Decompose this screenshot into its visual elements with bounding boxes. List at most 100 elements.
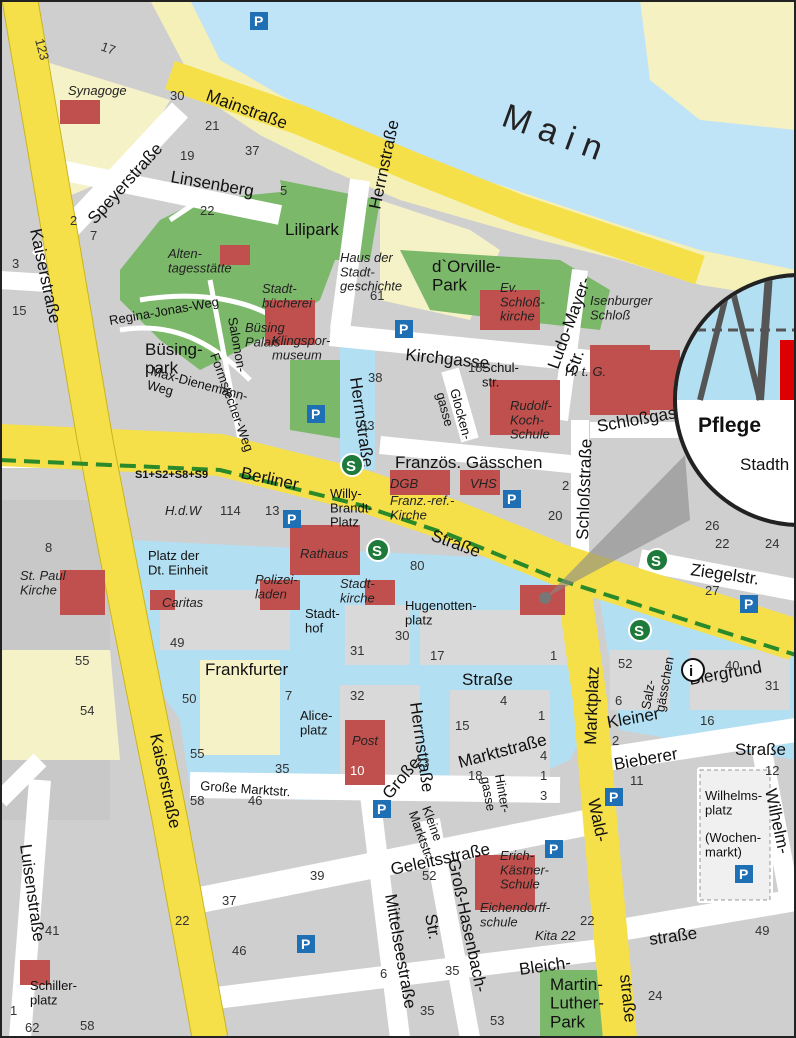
house-number: 17 (430, 648, 444, 663)
house-number: 46 (232, 943, 246, 958)
house-numbers: 123 17 30 21 19 37 5 22 2 7 3 15 61 38 1… (10, 37, 779, 1035)
house-number: 52 (422, 868, 436, 883)
parking-icon[interactable]: P (735, 865, 753, 883)
label-wilhelmsplatz: Wilhelms-platz (705, 788, 762, 817)
s-bahn-icon[interactable]: S (628, 618, 652, 642)
house-number: 7 (285, 688, 292, 703)
label-lilipark: Lilipark (285, 220, 339, 239)
label-schlossstrasse: Schloßstraße (573, 438, 596, 540)
building-altentagesstaette (220, 245, 250, 265)
parking-icon[interactable]: P (395, 320, 413, 338)
building-stadtkirche (365, 580, 395, 605)
house-number: 31 (350, 643, 364, 658)
label-strasse-bieberer: Straße (735, 740, 786, 759)
house-number: 8 (45, 540, 52, 555)
svg-text:P: P (287, 511, 296, 527)
parking-icon[interactable]: P (307, 405, 325, 423)
river-main (190, 0, 796, 270)
street-herrnstrasse-n (330, 178, 370, 332)
house-number: 32 (350, 688, 364, 703)
house-number: 55 (75, 653, 89, 668)
block-salz (610, 650, 670, 710)
label-vhs: VHS (470, 476, 497, 491)
label-hintergasse: Hinter-gasse (478, 773, 514, 817)
building-rudolf-koch (490, 380, 560, 435)
house-number: 80 (410, 558, 424, 573)
house-number: 35 (275, 761, 289, 776)
house-number: 1 (540, 768, 547, 783)
house-number: 6 (380, 966, 387, 981)
road-kaiserstrasse (2, 0, 228, 1038)
block-stadthof (345, 605, 410, 665)
label-franz-ref-kirche: Franz.-ref.-Kirche (390, 493, 455, 522)
label-strasse-wald: straße (616, 973, 640, 1023)
s-bahn-icons: S S S S (340, 453, 669, 642)
s-bahn-icon[interactable]: S (645, 548, 669, 572)
house-number: 16 (700, 713, 714, 728)
house-number: 11 (630, 773, 644, 788)
parking-icon[interactable]: P (373, 800, 391, 818)
house-number: 4 (500, 693, 507, 708)
label-dgb: DGB (390, 476, 419, 491)
road-berliner-strasse (0, 424, 796, 661)
house-number: 26 (705, 518, 719, 533)
house-number: 19 (180, 148, 194, 163)
svg-text:S: S (346, 458, 356, 475)
label-post: Post (352, 733, 379, 748)
label-stadthof: Stadt-hof (305, 606, 340, 635)
house-number: 23 (415, 755, 429, 770)
block-west-light (0, 650, 120, 760)
house-number: 30 (170, 88, 184, 103)
road-edges (1, 0, 229, 1038)
house-number: 41 (45, 923, 59, 938)
label-s-bahn-line: S1+S2+S8+S9 (135, 469, 208, 481)
house-number: 22 (580, 913, 594, 928)
building-st-paul (60, 570, 105, 615)
label-stadtbuecherei: Stadt-bücherei (262, 281, 313, 310)
house-number: 39 (310, 868, 324, 883)
park-buesing (120, 190, 350, 370)
building-isenburger-schloss (590, 345, 650, 415)
svg-text:P: P (311, 406, 320, 422)
house-number: 54 (80, 703, 94, 718)
house-number: 46 (248, 793, 262, 808)
parking-icon[interactable]: P (297, 935, 315, 953)
parking-icon[interactable]: P (545, 840, 563, 858)
house-number: 22 (200, 203, 214, 218)
building-franz-ref-kirche (390, 470, 450, 495)
label-strasse-frankfurter: Straße (462, 670, 513, 689)
s-bahn-icon[interactable]: S (366, 538, 390, 562)
building-vhs (460, 470, 500, 495)
parking-icon[interactable]: P (740, 595, 758, 613)
s-bahn-icon[interactable]: S (340, 453, 364, 477)
street-gaesschen (379, 436, 581, 474)
street-bleich-east (618, 889, 796, 941)
parking-icon[interactable]: P (283, 510, 301, 528)
svg-text:P: P (301, 936, 310, 952)
street-bieberer (598, 718, 796, 772)
label-buesing-park: Büsing-park (145, 340, 203, 378)
house-number: 5 (280, 183, 287, 198)
house-number: 15 (455, 718, 469, 733)
street-linsenberg (57, 160, 283, 225)
svg-text:P: P (744, 596, 753, 612)
parking-icon[interactable]: P (605, 788, 623, 806)
label-schulstr: Schul-str. (482, 360, 519, 389)
street-geleitsstrasse (197, 807, 603, 913)
parking-icon[interactable]: P (503, 490, 521, 508)
svg-text:P: P (609, 789, 618, 805)
inset-title: Pflege (698, 414, 761, 437)
park-paths (119, 197, 292, 441)
house-number: 17 (99, 39, 118, 58)
parking-icon[interactable]: P (250, 12, 268, 30)
block-biergrund (690, 650, 790, 710)
parking-icons: P P P P P P P P P P P (250, 12, 758, 953)
block-aliceplatz (200, 660, 280, 755)
building-post (345, 720, 385, 785)
info-icon[interactable]: i (681, 658, 705, 682)
inset-pointer (545, 455, 690, 598)
